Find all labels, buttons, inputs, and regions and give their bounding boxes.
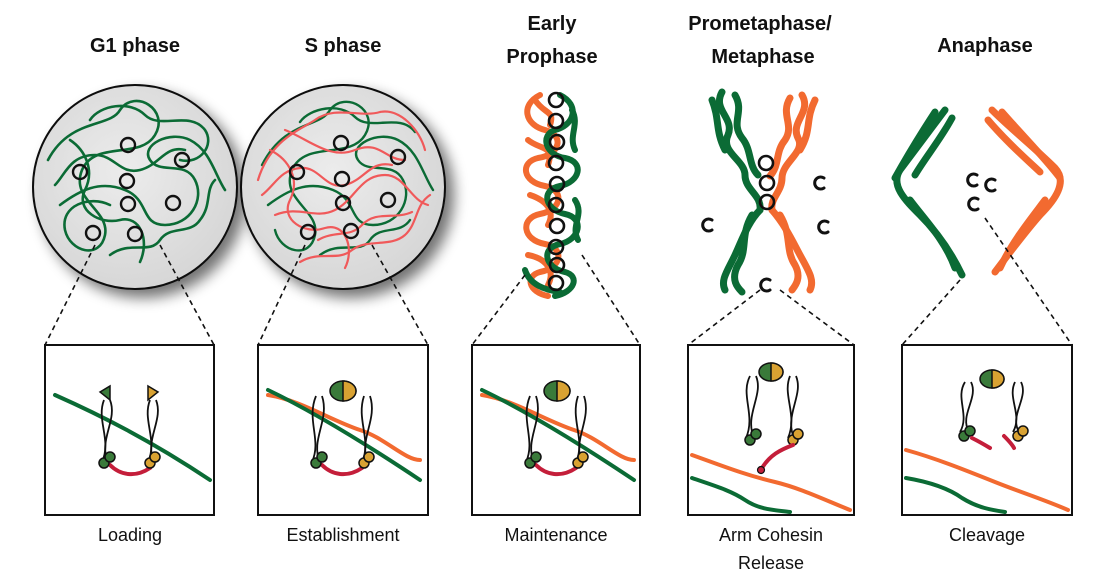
anaphase-chromatids [891, 106, 1064, 279]
zoom-lines [44, 217, 1073, 346]
caption-arm-release-line2: Release [738, 553, 804, 573]
title-prometaphase-line1: Prometaphase/ [688, 13, 832, 35]
panel-captions: Loading Establishment Maintenance Arm Co… [98, 525, 1025, 573]
g1-chromatin [46, 99, 227, 264]
title-s-phase: S phase [305, 35, 382, 57]
g1-nucleus [32, 84, 238, 290]
arm-release-detail [690, 362, 852, 514]
establishment-detail [266, 380, 422, 482]
s-phase-nucleus [240, 84, 446, 290]
caption-arm-release-line1: Arm Cohesin [719, 525, 823, 545]
early-prophase-chromosome [522, 91, 582, 299]
title-g1-phase: G1 phase [90, 35, 180, 57]
caption-maintenance: Maintenance [504, 525, 607, 545]
caption-establishment: Establishment [286, 525, 399, 545]
maintenance-detail [480, 380, 636, 482]
anaphase-cleaved-cohesin [966, 172, 997, 212]
caption-loading: Loading [98, 525, 162, 545]
detail-boxes [44, 344, 1073, 516]
title-anaphase: Anaphase [937, 35, 1033, 57]
s-phase-cohesin-rings [288, 134, 407, 241]
caption-cleavage: Cleavage [949, 525, 1025, 545]
title-early-line2: Prophase [506, 46, 597, 68]
cleavage-detail [904, 369, 1070, 514]
metaphase-released-cohesin [701, 175, 830, 293]
metaphase-chromosome [701, 88, 830, 296]
panel-titles: G1 phase S phase Early Prophase Prometap… [90, 13, 1033, 68]
loading-detail [53, 384, 212, 482]
g1-cohesin-rings [71, 136, 191, 243]
title-prometaphase-line2: Metaphase [711, 46, 814, 68]
title-early-line1: Early [528, 13, 578, 35]
